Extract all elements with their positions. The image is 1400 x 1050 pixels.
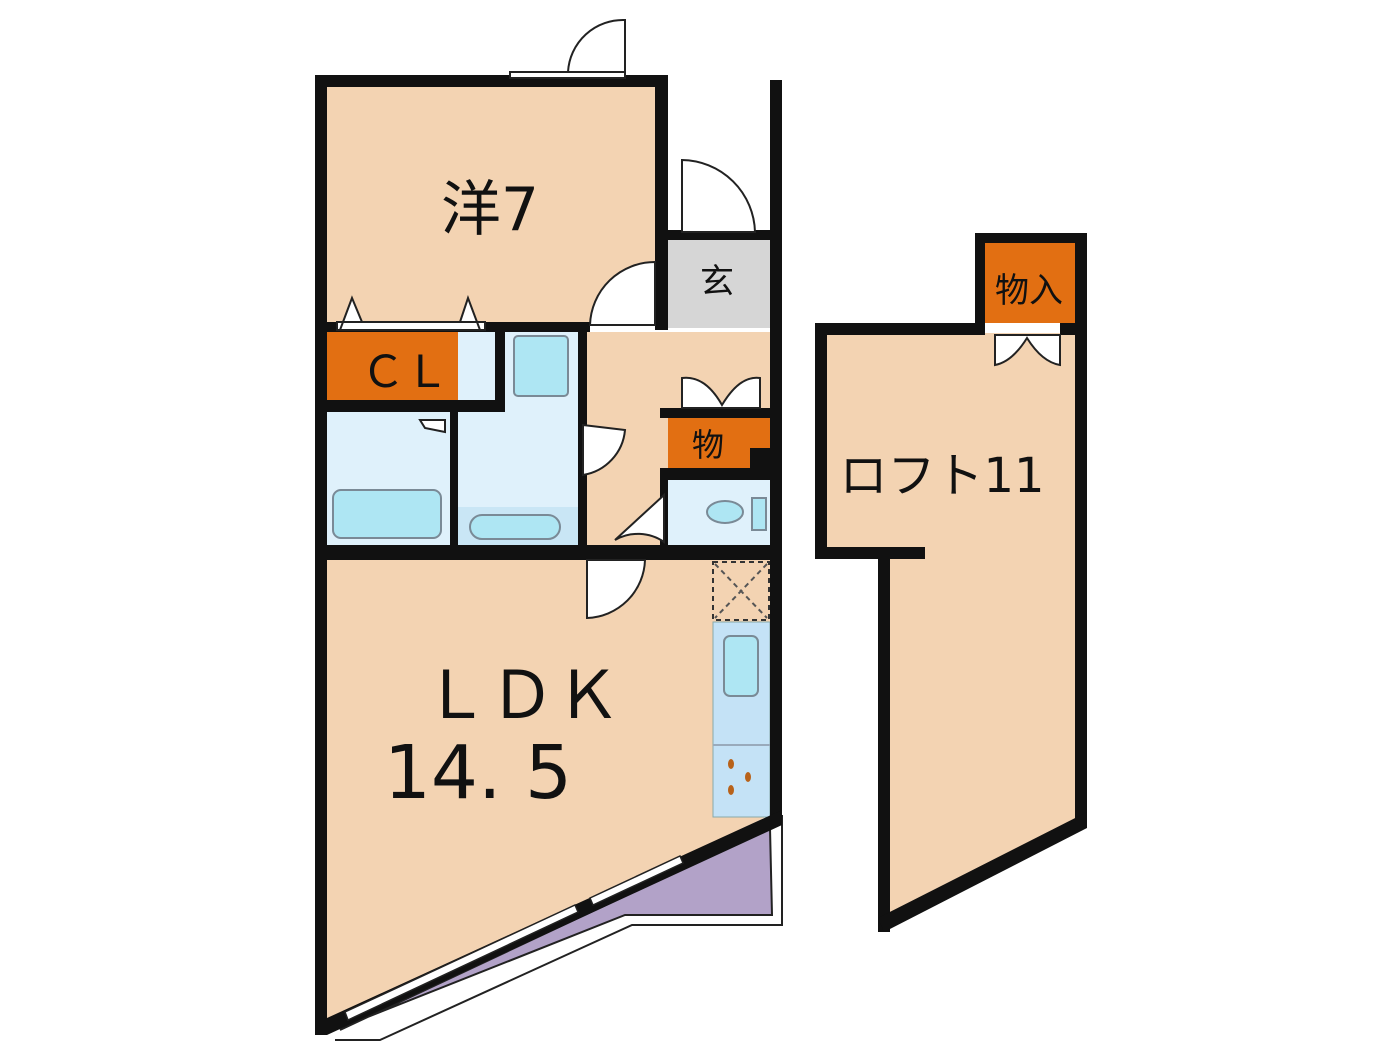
closet-label: ＣＬ xyxy=(361,347,449,398)
stove-icon xyxy=(728,759,751,795)
loft-storage-door[interactable] xyxy=(994,334,1061,367)
bedroom-label: 洋7 xyxy=(441,175,539,245)
wash-tray xyxy=(469,514,561,540)
loft-storage-floor xyxy=(983,243,1075,323)
entrance-label: 玄 xyxy=(700,262,734,302)
loft-label: ロフト11 xyxy=(839,448,1044,504)
toilet-door[interactable] xyxy=(614,492,665,544)
bathtub xyxy=(332,489,442,539)
entrance-floor xyxy=(668,240,770,328)
ldk-floor xyxy=(327,558,770,1030)
ldk-label: ＬＤＫ xyxy=(423,657,621,734)
bedroom-floor xyxy=(325,85,657,325)
bath-door[interactable] xyxy=(418,419,446,434)
closet-door[interactable] xyxy=(336,295,486,331)
loft-walls xyxy=(815,233,1087,932)
ldk-door[interactable] xyxy=(586,559,647,620)
washbasin xyxy=(513,335,569,397)
storage-label: 物 xyxy=(692,426,724,464)
bedroom-door[interactable] xyxy=(588,260,656,326)
loft-storage-label: 物入 xyxy=(995,271,1063,311)
kitchen-sink xyxy=(723,635,759,697)
entrance-door[interactable] xyxy=(681,158,757,233)
ldk-size: 14. 5 xyxy=(384,730,572,816)
fridge-space xyxy=(712,561,770,621)
front-door[interactable] xyxy=(566,18,626,73)
toilet-icon xyxy=(706,500,744,524)
washroom-door[interactable] xyxy=(582,423,627,477)
storage-door[interactable] xyxy=(681,376,761,409)
